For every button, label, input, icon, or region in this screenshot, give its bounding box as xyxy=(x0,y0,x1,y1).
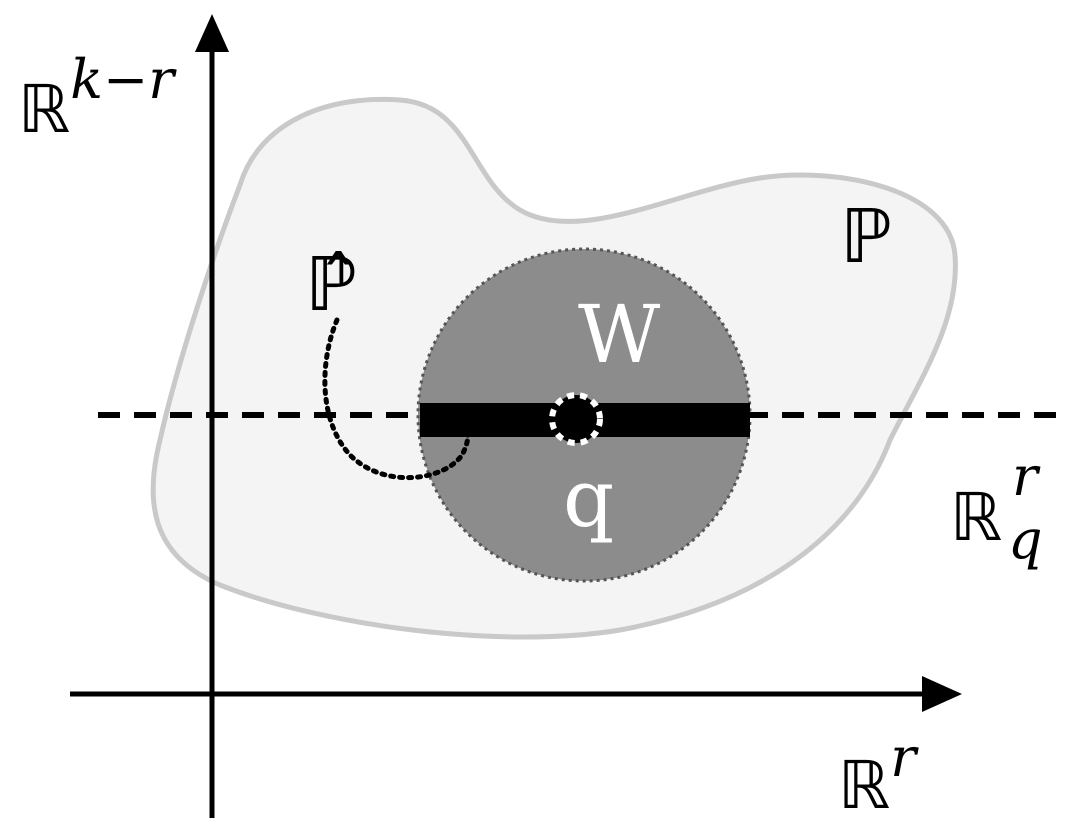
vertical-axis-label-sup: k−r xyxy=(70,48,177,111)
label-w: W xyxy=(578,288,660,381)
point-q-marker xyxy=(549,392,603,446)
label-p-hat: ℙ̂ xyxy=(305,242,357,328)
line-rq-label-sub: q xyxy=(1008,508,1043,571)
vertical-axis-arrowhead xyxy=(195,14,229,52)
vertical-axis-label-base: ℝ xyxy=(18,71,70,148)
line-rq-label-base: ℝ xyxy=(950,479,1002,556)
horizontal-axis-label-sup: r xyxy=(890,726,919,789)
p-hat-dotted-curve xyxy=(322,317,471,480)
line-rq-label: ℝ xyxy=(950,479,1002,556)
vertical-axis-label: ℝk−r xyxy=(18,48,177,148)
horizontal-axis-arrowhead xyxy=(922,676,962,712)
horizontal-axis-label: ℝr xyxy=(838,726,919,824)
label-p: ℙ xyxy=(840,194,892,280)
horizontal-axis-label-base: ℝ xyxy=(838,747,890,824)
line-rq-label-sup: r xyxy=(1012,445,1041,508)
label-q: q xyxy=(563,452,614,545)
